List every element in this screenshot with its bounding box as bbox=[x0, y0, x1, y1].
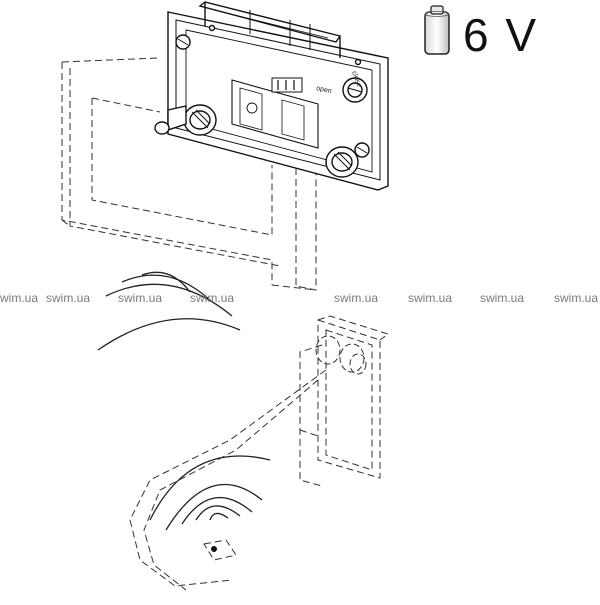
watermark: swim.ua bbox=[118, 291, 162, 305]
wall-niche-outline bbox=[61, 57, 317, 291]
voltage-label: 6 V bbox=[463, 9, 539, 61]
signal-waves-upper bbox=[97, 271, 241, 351]
watermark: swim.ua bbox=[408, 291, 452, 305]
watermark: swim.ua bbox=[480, 291, 524, 305]
mounting-knob-left bbox=[154, 104, 217, 136]
watermark: swim.ua bbox=[0, 291, 38, 305]
urinal-outline bbox=[129, 315, 390, 591]
watermark: swim.ua bbox=[334, 291, 378, 305]
watermark: swim.ua bbox=[190, 291, 234, 305]
signal-waves-lower bbox=[149, 455, 271, 531]
sensor-knobs bbox=[315, 335, 367, 375]
mounting-knob-right bbox=[325, 146, 359, 178]
battery-icon bbox=[424, 5, 450, 55]
sensor-eye bbox=[211, 546, 217, 552]
watermark: swim.ua bbox=[46, 291, 90, 305]
watermark: swim.ua bbox=[554, 291, 598, 305]
flush-plate-receiver bbox=[167, 1, 389, 191]
open-label: open bbox=[316, 85, 333, 95]
watermark-row: swim.ua swim.ua swim.ua swim.ua swim.ua … bbox=[0, 291, 598, 305]
